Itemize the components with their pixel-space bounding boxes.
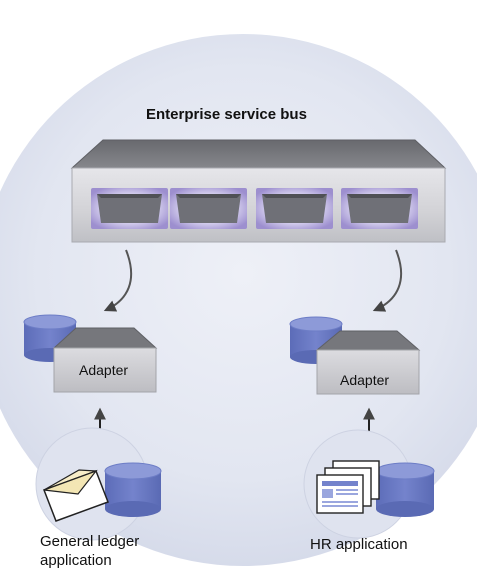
hr-documents-icon: [316, 460, 380, 514]
right-adapter-box: Adapter: [315, 330, 421, 395]
general-ledger-caption-line1: General ledger: [40, 533, 139, 550]
general-ledger-caption-line2: application: [40, 552, 112, 569]
bus-port-3: [256, 188, 333, 229]
bus-top-surface: [70, 139, 447, 169]
general-ledger-application: [35, 427, 162, 541]
ledger-envelope-icon: [43, 469, 109, 522]
diagram-title: Enterprise service bus: [146, 106, 307, 123]
bus-port-2: [170, 188, 247, 229]
right-adapter-label: Adapter: [340, 372, 389, 388]
right-bus-arrow: [372, 249, 402, 312]
hr-application-caption: HR application: [310, 536, 408, 553]
left-adapter-label: Adapter: [79, 362, 128, 378]
bus-port-1: [91, 188, 168, 229]
hr-application: [303, 429, 435, 539]
left-adapter-box: Adapter: [52, 327, 158, 393]
bus-port-4: [341, 188, 418, 229]
service-bus-device: [70, 139, 447, 243]
left-bus-arrow: [103, 249, 133, 312]
